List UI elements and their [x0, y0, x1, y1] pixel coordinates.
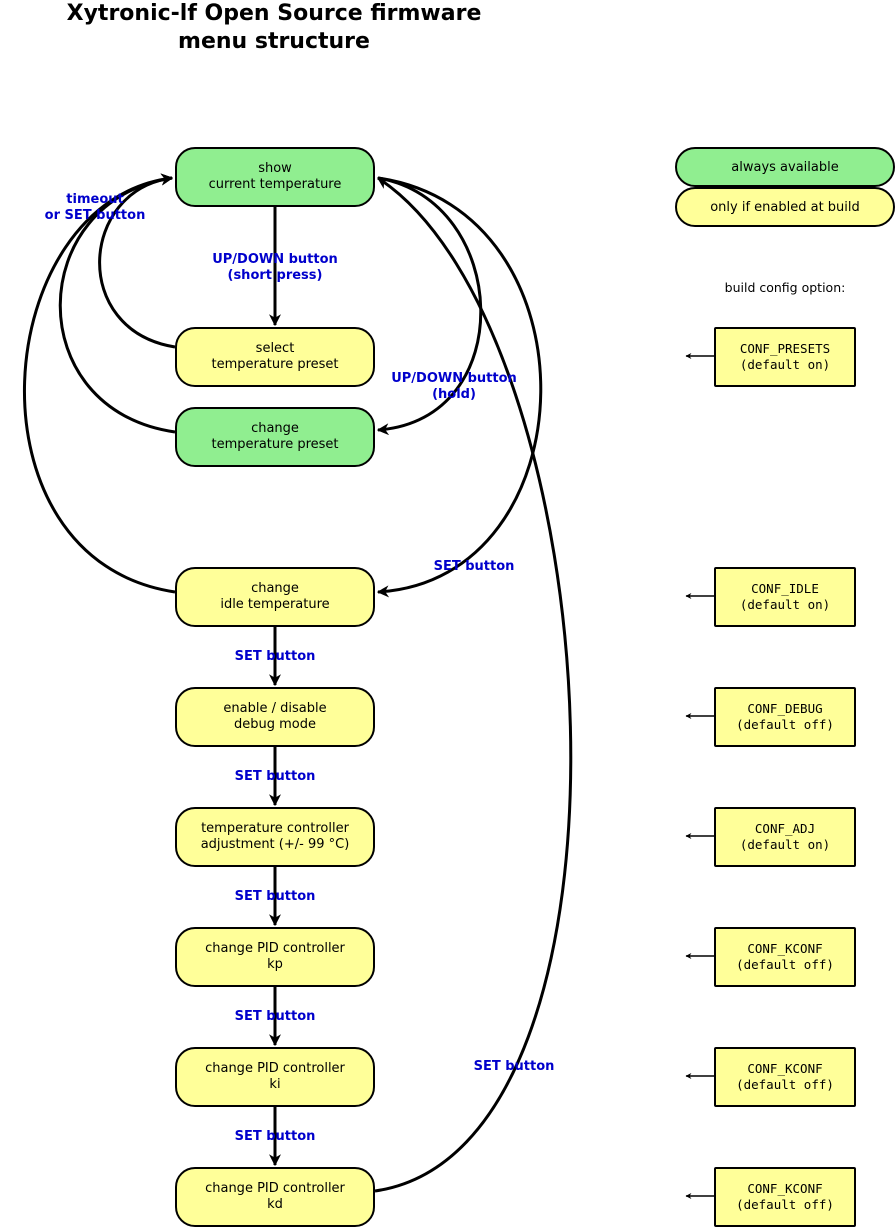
node-line: adjustment (+/- 99 °C) — [200, 837, 350, 852]
edge-label-set-kp: SET button — [234, 889, 316, 904]
edge-label-line: or SET button — [44, 208, 146, 223]
build-option-idle: CONF_IDLE (default on) — [714, 567, 856, 627]
node-line: change — [251, 581, 299, 596]
edge-label-set-idle: SET button — [433, 559, 515, 574]
edge-label-set-kd: SET button — [234, 1129, 316, 1144]
edge-label-line: (short press) — [227, 268, 323, 283]
build-option-kconf-kp: CONF_KCONF (default off) — [714, 927, 856, 987]
node-debug-mode: enable / disable debug mode — [175, 687, 375, 747]
option-name: CONF_IDLE — [751, 581, 819, 596]
node-line: change PID controller — [205, 1181, 345, 1196]
build-option-adj: CONF_ADJ (default on) — [714, 807, 856, 867]
edge-label-line: UP/DOWN button — [212, 252, 338, 267]
build-config-heading: build config option: — [724, 280, 846, 295]
node-line: select — [255, 341, 295, 356]
node-line: current temperature — [208, 177, 342, 192]
edge-label-set-loop: SET button — [473, 1059, 555, 1074]
node-pid-kd: change PID controller kd — [175, 1167, 375, 1227]
edge-label-line: UP/DOWN button — [391, 371, 517, 386]
edge-label-timeout: timeout or SET button — [45, 192, 146, 224]
node-line: change PID controller — [205, 941, 345, 956]
node-change-idle-temperature: change idle temperature — [175, 567, 375, 627]
node-line: enable / disable — [223, 701, 327, 716]
option-name: CONF_PRESETS — [739, 341, 831, 356]
option-name: CONF_DEBUG — [747, 701, 823, 716]
title-line-2: menu structure — [178, 29, 370, 54]
build-option-kconf-ki: CONF_KCONF (default off) — [714, 1047, 856, 1107]
node-pid-ki: change PID controller ki — [175, 1047, 375, 1107]
arrow-select-return — [98, 173, 176, 349]
node-line: show — [258, 161, 292, 176]
option-default: (default off) — [736, 717, 834, 732]
node-line: kp — [267, 957, 283, 972]
edge-label-line: (hold) — [432, 387, 476, 402]
node-line: change PID controller — [205, 1061, 345, 1076]
build-option-kconf-kd: CONF_KCONF (default off) — [714, 1167, 856, 1227]
node-controller-adjustment: temperature controller adjustment (+/- 9… — [175, 807, 375, 867]
node-select-temperature-preset: select temperature preset — [175, 327, 375, 387]
option-default: (default on) — [739, 837, 831, 852]
diagram-title: Xytronic-lf Open Source firmware menu st… — [0, 0, 548, 56]
node-line: change — [251, 421, 299, 436]
node-show-current-temperature: show current temperature — [175, 147, 375, 207]
build-option-presets: CONF_PRESETS (default on) — [714, 327, 856, 387]
option-name: CONF_KCONF — [747, 941, 823, 956]
edge-label-set-adj: SET button — [234, 769, 316, 784]
node-line: debug mode — [234, 717, 316, 732]
edge-label-updown-short: UP/DOWN button (short press) — [212, 252, 338, 284]
arrow-idle-return — [23, 173, 176, 594]
option-name: CONF_ADJ — [754, 821, 816, 836]
node-line: ki — [269, 1077, 281, 1092]
edge-label-set-ki: SET button — [234, 1009, 316, 1024]
edge-label-updown-hold: UP/DOWN button (hold) — [391, 371, 517, 403]
node-line: kd — [267, 1197, 283, 1212]
node-line: temperature preset — [211, 437, 339, 452]
legend-build-option: only if enabled at build — [675, 187, 895, 227]
node-line: temperature controller — [201, 821, 349, 836]
option-default: (default on) — [739, 597, 831, 612]
option-name: CONF_KCONF — [747, 1061, 823, 1076]
edge-label-line: timeout — [66, 192, 124, 207]
node-line: temperature preset — [211, 357, 339, 372]
option-default: (default off) — [736, 1077, 834, 1092]
option-name: CONF_KCONF — [747, 1181, 823, 1196]
legend-always-available: always available — [675, 147, 895, 187]
option-default: (default off) — [736, 1197, 834, 1212]
edge-label-set-debug: SET button — [234, 649, 316, 664]
arrow-set-to-idle — [376, 176, 543, 598]
node-change-temperature-preset: change temperature preset — [175, 407, 375, 467]
node-pid-kp: change PID controller kp — [175, 927, 375, 987]
title-line-1: Xytronic-lf Open Source firmware — [66, 1, 482, 26]
build-option-debug: CONF_DEBUG (default off) — [714, 687, 856, 747]
arrow-kd-return — [374, 176, 573, 1193]
option-default: (default off) — [736, 957, 834, 972]
option-default: (default on) — [739, 357, 831, 372]
node-line: idle temperature — [220, 597, 330, 612]
